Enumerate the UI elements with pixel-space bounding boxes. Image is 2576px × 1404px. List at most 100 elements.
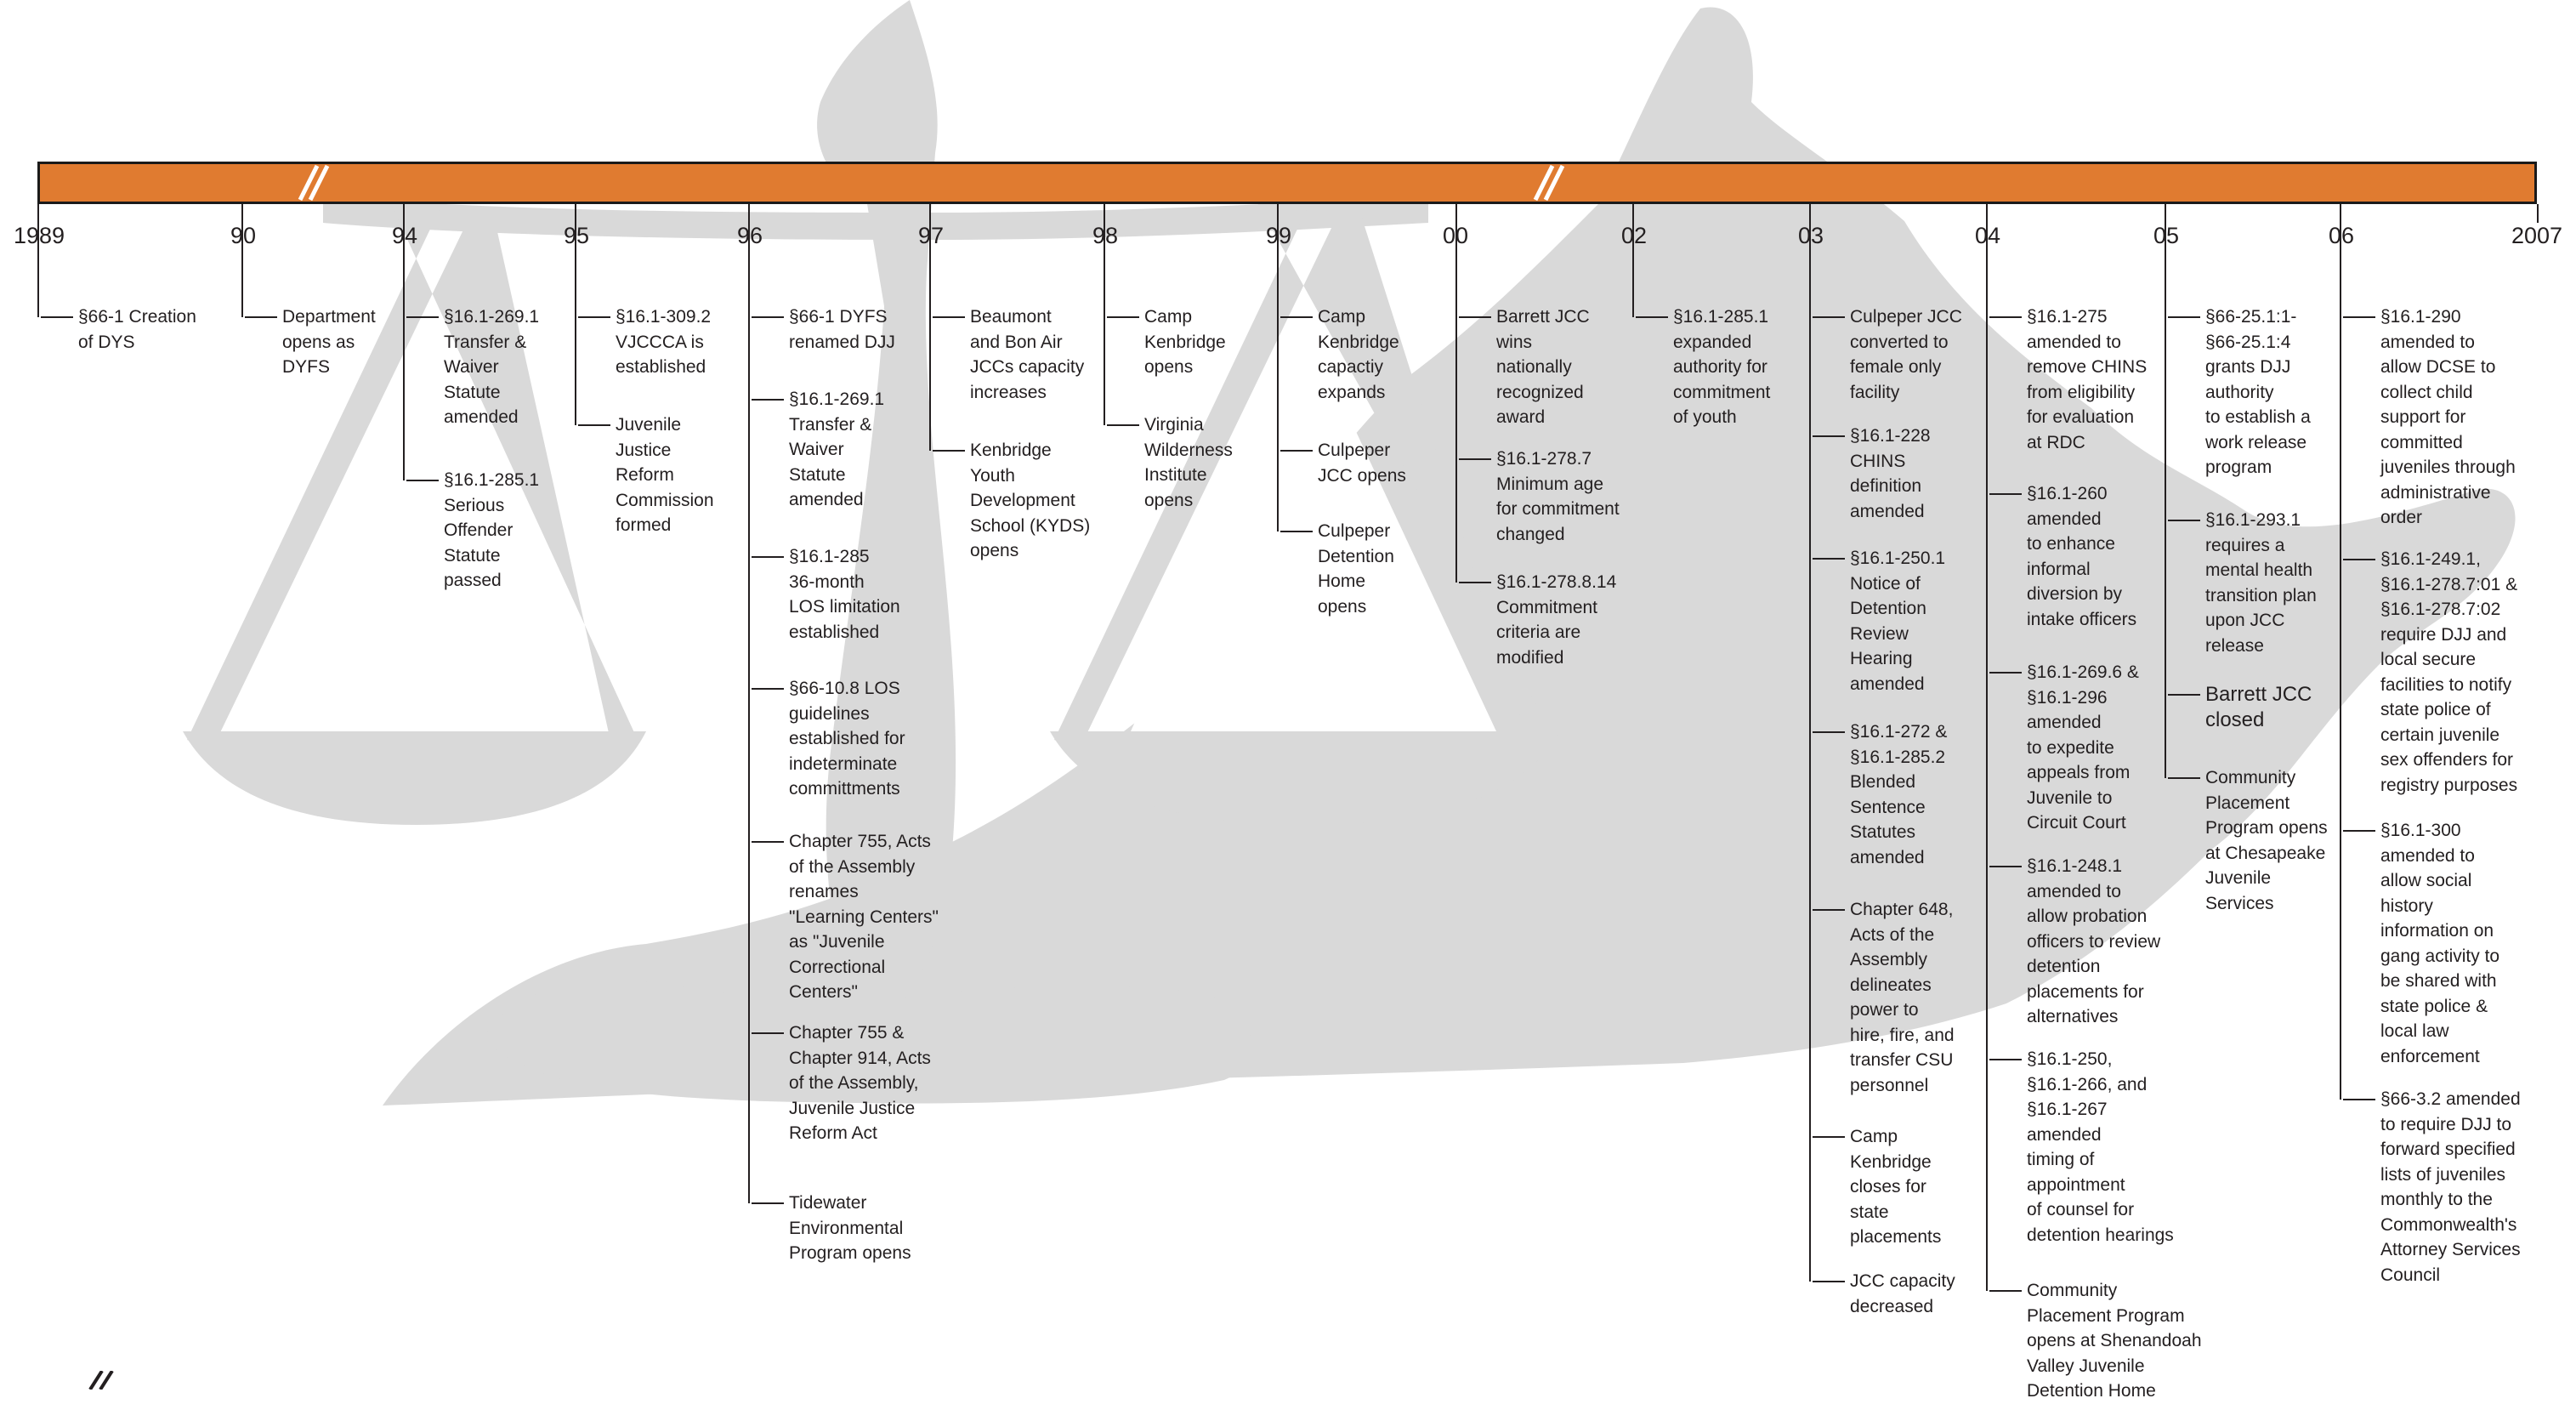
event-line: Beaumont xyxy=(970,307,1052,327)
year-label: 06 xyxy=(2328,223,2355,248)
event-line: amended to xyxy=(2027,881,2121,901)
event-line: Commonwealth's xyxy=(2380,1214,2517,1235)
event-line: amended to xyxy=(2380,845,2475,866)
event-line: Kenbridge xyxy=(1144,332,1226,352)
event-line: §66-1 Creation xyxy=(78,307,196,327)
event-line: Correctional xyxy=(789,957,886,977)
event-line: to enhance xyxy=(2027,534,2115,554)
event-line: intake officers xyxy=(2027,609,2137,629)
event-line: to require DJJ to xyxy=(2380,1114,2512,1134)
event-line: program xyxy=(2205,458,2272,477)
event-line: forward specified xyxy=(2380,1140,2516,1159)
event-line: Reform Act xyxy=(789,1123,877,1143)
event-line: Circuit Court xyxy=(2027,813,2126,833)
event-line: §66-3.2 amended xyxy=(2380,1089,2521,1109)
event-line: Attorney Services xyxy=(2380,1240,2521,1259)
connector-line xyxy=(241,204,243,317)
event-line: Camp xyxy=(1144,307,1193,327)
event-line: allow social xyxy=(2380,871,2472,890)
event-line: at Chesapeake xyxy=(2205,843,2326,863)
event-line: modified xyxy=(1496,647,1564,668)
year-label: 03 xyxy=(1797,223,1824,248)
event-line: §66-25.1:4 xyxy=(2205,332,2291,352)
event-line: Barrett JCC xyxy=(2205,683,2312,706)
event-line: administrative xyxy=(2380,482,2491,503)
event-line: Chapter 755, Acts xyxy=(789,832,931,851)
event-line: Acts of the xyxy=(1850,924,1935,945)
event-line: juveniles through xyxy=(2380,458,2516,477)
event-line: nationally xyxy=(1496,357,1572,377)
event-line: amended xyxy=(1850,847,1925,867)
event-line: Program opens xyxy=(2205,818,2328,838)
event-line: Chapter 755 & xyxy=(789,1023,905,1043)
event-line: lists of juveniles xyxy=(2380,1164,2506,1185)
event-line: committments xyxy=(789,779,900,799)
event-line: to expedite xyxy=(2027,737,2114,758)
event-line: Community xyxy=(2205,768,2296,787)
event-line: history xyxy=(2380,895,2433,916)
event-line: authority for xyxy=(1673,357,1767,377)
event-line: §66-25.1:1- xyxy=(2205,307,2297,327)
event-line: decreased xyxy=(1850,1296,1934,1316)
event-line: transfer CSU xyxy=(1850,1050,1954,1070)
event-line: capactiy xyxy=(1318,357,1384,377)
event-line: require DJJ and xyxy=(2380,624,2507,645)
event-line: §16.1-290 xyxy=(2380,307,2461,327)
event-line: Barrett JCC xyxy=(1496,307,1590,327)
event-line: monthly to the xyxy=(2380,1190,2493,1209)
event-line: placements xyxy=(1850,1227,1942,1247)
event-line: female only xyxy=(1850,357,1942,377)
event-line: personnel xyxy=(1850,1075,1929,1095)
event-line: from eligibility xyxy=(2027,382,2136,402)
event-line: Detention Home xyxy=(2027,1381,2156,1401)
event-line: information on xyxy=(2380,921,2494,941)
event-line: allow DCSE to xyxy=(2380,357,2496,377)
event-line: of DYS xyxy=(78,332,135,352)
event-line: VJCCCA is xyxy=(616,332,704,352)
event-line: amended to xyxy=(2380,332,2475,352)
event-line: renames xyxy=(789,882,859,901)
event-line: Justice xyxy=(616,440,672,460)
event-line: opens at Shenandoah xyxy=(2027,1331,2202,1350)
connector-line xyxy=(1455,204,1457,583)
event-line: facility xyxy=(1850,382,1900,402)
event-line: remove CHINS xyxy=(2027,357,2148,377)
event-line: converted to xyxy=(1850,332,1949,352)
event-line: §16.1-309.2 xyxy=(616,307,712,327)
axis-break-icon xyxy=(1533,164,1565,202)
event-line: Kenbridge xyxy=(1318,332,1399,352)
event-line: as "Juvenile xyxy=(789,932,885,952)
event-line: Camp xyxy=(1850,1127,1898,1146)
event-line: definition xyxy=(1850,476,1922,496)
event-line: detention xyxy=(2027,957,2101,976)
event-line: Culpeper xyxy=(1318,441,1391,460)
event-line: informal xyxy=(2027,559,2091,579)
event-line: appeals from xyxy=(2027,763,2131,782)
timeline-event: §16.1-249.1,§16.1-278.7:01 &§16.1-278.7:… xyxy=(2342,547,2517,798)
year-label: 90 xyxy=(230,223,257,248)
event-line: opens xyxy=(1144,357,1194,377)
event-line: Juvenile xyxy=(2205,868,2272,888)
event-line: Notice of xyxy=(1850,573,1921,594)
event-line: Statutes xyxy=(1850,822,1916,842)
event-line: §16.1-269.1 xyxy=(444,307,540,327)
